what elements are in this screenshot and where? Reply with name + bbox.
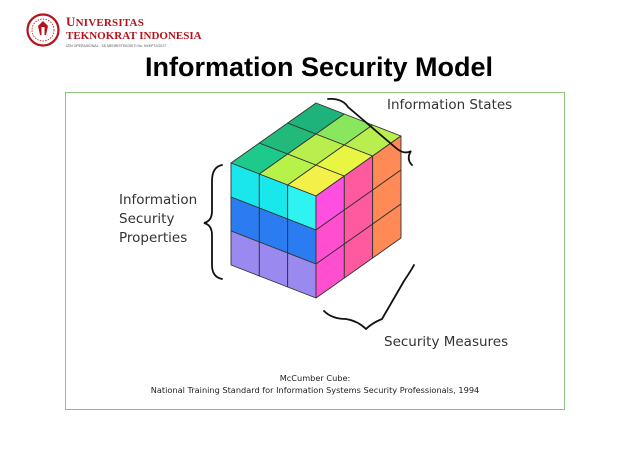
page-title: Information Security Model [144, 52, 494, 82]
security-measures-brace [323, 264, 415, 331]
caption-line2: National Training Standard for Informati… [150, 385, 480, 395]
cube-right-cell [372, 203, 402, 259]
properties-brace [203, 164, 223, 280]
logo-text-line1: UNIVERSITAS [66, 14, 145, 29]
information-states-brace [327, 98, 413, 166]
mccumber-cube-figure: Information States Information Security … [65, 92, 565, 410]
mccumber-cube [203, 98, 415, 331]
university-seal-icon [26, 13, 60, 47]
label-props-line3: Properties [119, 230, 188, 246]
label-security-measures: Security Measures [384, 334, 509, 350]
logo-text-line2: TEKNOKRAT INDONESIA [66, 30, 202, 42]
label-information-security-properties: Information Security Properties [119, 191, 219, 248]
figure-caption: McCumber Cube: National Training Standar… [66, 372, 564, 396]
label-props-line1: Information [119, 192, 198, 208]
logo-small-text: IZIN OPERASIONAL : SK MENRISTEKDIKTI No.… [66, 44, 167, 48]
caption-line1: McCumber Cube: [279, 373, 351, 383]
university-logo: UNIVERSITAS TEKNOKRAT INDONESIA IZIN OPE… [26, 11, 202, 53]
label-props-line2: Security [119, 211, 175, 227]
label-information-states: Information States [387, 97, 513, 113]
logo-text-line1-rest: NIVERSITAS [75, 17, 145, 29]
